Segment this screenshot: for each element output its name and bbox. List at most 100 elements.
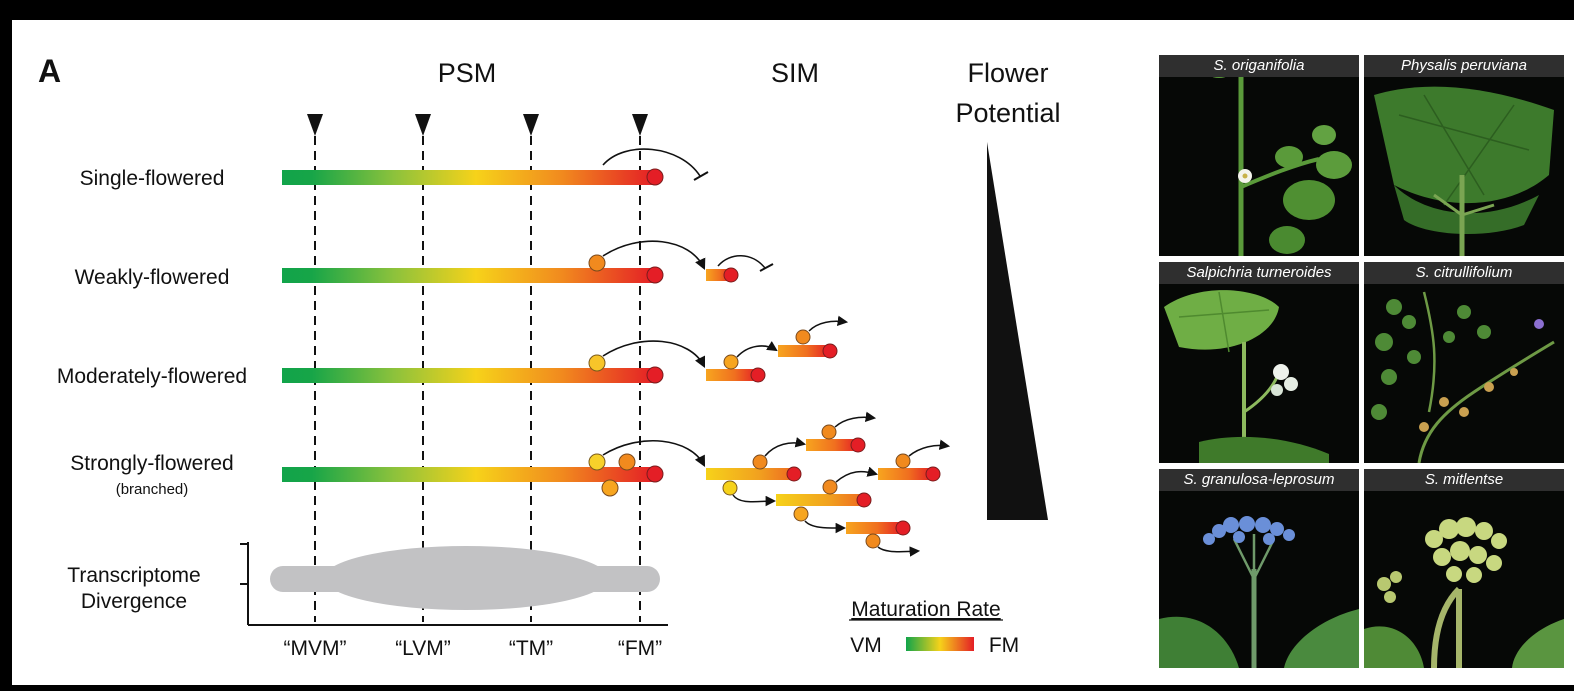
stage-label-fm: “FM” xyxy=(618,637,662,660)
panel-a-diagram: A PSM SIM Flower Potential Single-flower… xyxy=(38,53,1061,660)
stage-label-tm: “TM” xyxy=(509,637,553,660)
sim-arrow-a xyxy=(764,437,807,457)
terminal-flower xyxy=(646,266,664,284)
row-label-moderately: Moderately-flowered xyxy=(57,365,247,388)
photo-s-mitlentse: S. mitlentse xyxy=(1364,469,1564,668)
plant-illustration xyxy=(1374,86,1554,256)
sympodial-bud xyxy=(588,354,606,372)
sim-flower-d xyxy=(895,520,911,536)
sympodial-bud-3 xyxy=(601,479,619,497)
sim-arrow-2 xyxy=(808,315,849,332)
sim-arrow-d xyxy=(877,546,921,557)
row-label-single: Single-flowered xyxy=(80,167,225,190)
sim-bud-d xyxy=(865,533,881,549)
sim-flower-b xyxy=(856,492,872,508)
stage-marker-fm xyxy=(632,114,648,136)
sympodial-bud xyxy=(588,254,606,272)
photo-s-granulosa-leprosum: S. granulosa-leprosum xyxy=(1159,469,1359,668)
terminal-flower xyxy=(646,168,664,186)
plant-illustration xyxy=(1164,290,1329,463)
psm-header: PSM xyxy=(438,58,497,88)
sim-arrow-b xyxy=(732,494,777,507)
stage-label-lvm: “LVM” xyxy=(395,637,451,660)
row-sublabel-branched: (branched) xyxy=(116,481,189,498)
sim-bar-a xyxy=(806,439,858,451)
stage-marker-tm xyxy=(523,114,539,136)
sim-arrow-b2 xyxy=(804,520,847,534)
row-strongly xyxy=(282,411,951,557)
sim-bud-a xyxy=(752,454,768,470)
sim-flower-c xyxy=(925,466,941,482)
row-single xyxy=(282,148,709,186)
inhibition-bar xyxy=(693,171,709,181)
photo-caption: S. origanifolia xyxy=(1159,55,1359,77)
plant-illustration xyxy=(1205,55,1352,256)
sympodial-arrow xyxy=(602,439,706,467)
sim-bar-2 xyxy=(778,345,830,357)
sim-bud-b1 xyxy=(822,479,838,495)
photo-caption: Salpichria turneroides xyxy=(1159,262,1359,284)
photo-physalis-peruviana: Physalis peruviana xyxy=(1364,55,1564,256)
sim-arrow-a2 xyxy=(834,411,877,428)
sim-flower-2 xyxy=(822,343,838,359)
legend-gradient-bar xyxy=(906,637,974,651)
transcriptome-label-line1: Transcriptome xyxy=(67,564,200,587)
sim-bar-1 xyxy=(706,369,758,381)
inhibition-arrow xyxy=(602,148,701,177)
divergence-peak xyxy=(324,546,608,610)
panel-b: B S. origanifolia xyxy=(1137,20,1574,685)
row-moderately xyxy=(282,315,849,384)
row-label-weakly: Weakly-flowered xyxy=(75,266,230,289)
inhibition-arrow xyxy=(717,255,766,269)
photo-s-citrullifolium: S. citrullifolium xyxy=(1364,262,1564,463)
stage-marker-lvm xyxy=(415,114,431,136)
sim-bar-main xyxy=(706,468,794,480)
panel-a-letter: A xyxy=(38,53,61,89)
row-label-strongly: Strongly-flowered xyxy=(70,452,233,475)
sympodial-arrow xyxy=(602,240,706,271)
flower-potential-header-line2: Potential xyxy=(955,98,1060,128)
photo-s-origanifolia: S. origanifolia xyxy=(1159,55,1359,256)
sim-bud-2 xyxy=(795,329,811,345)
sim-bud-1 xyxy=(723,354,739,370)
terminal-flower xyxy=(646,465,664,483)
sim-bud-b2 xyxy=(793,506,809,522)
terminal-flower xyxy=(646,366,664,384)
maturation-legend: Maturation Rate VM FM xyxy=(849,598,1019,657)
transcriptome-plot: Transcriptome Divergence xyxy=(67,542,668,626)
meristem-bar xyxy=(282,467,655,482)
photo-caption: S. citrullifolium xyxy=(1364,262,1564,284)
row-weakly xyxy=(282,240,774,284)
photo-salpichria-turneroides: Salpichria turneroides xyxy=(1159,262,1359,463)
sim-bar-d xyxy=(846,522,903,534)
photo-caption: S. mitlentse xyxy=(1364,469,1564,491)
photo-caption: S. granulosa-leprosum xyxy=(1159,469,1359,491)
plant-illustration xyxy=(1364,517,1564,668)
panel-a: A PSM SIM Flower Potential Single-flower… xyxy=(12,20,1137,685)
sim-bud-c xyxy=(895,453,911,469)
legend-title: Maturation Rate xyxy=(851,598,1000,621)
sim-flower-a xyxy=(850,437,866,453)
legend-right-label: FM xyxy=(989,634,1019,657)
sim-arrow-1 xyxy=(736,341,778,358)
sim-bar-b xyxy=(776,494,864,506)
sim-arrow-b1 xyxy=(835,466,879,483)
flower-potential-header-line1: Flower xyxy=(967,58,1048,88)
legend-left-label: VM xyxy=(850,634,882,657)
sympodial-bud-1 xyxy=(588,453,606,471)
meristem-bar xyxy=(282,268,655,283)
sim-header: SIM xyxy=(771,58,819,88)
meristem-bar xyxy=(282,368,655,383)
sim-arrow-c xyxy=(908,439,951,457)
photo-caption: Physalis peruviana xyxy=(1364,55,1564,77)
sympodial-bud-2 xyxy=(618,453,636,471)
sim-bar-c xyxy=(878,468,933,480)
transcriptome-label-line2: Divergence xyxy=(81,590,187,613)
plant-illustration xyxy=(1371,269,1555,463)
stage-marker-mvm xyxy=(307,114,323,136)
sim-bud-b xyxy=(722,480,738,496)
plant-illustration xyxy=(1159,516,1359,668)
sim-flower-1 xyxy=(750,367,766,383)
sim-flower xyxy=(723,267,739,283)
